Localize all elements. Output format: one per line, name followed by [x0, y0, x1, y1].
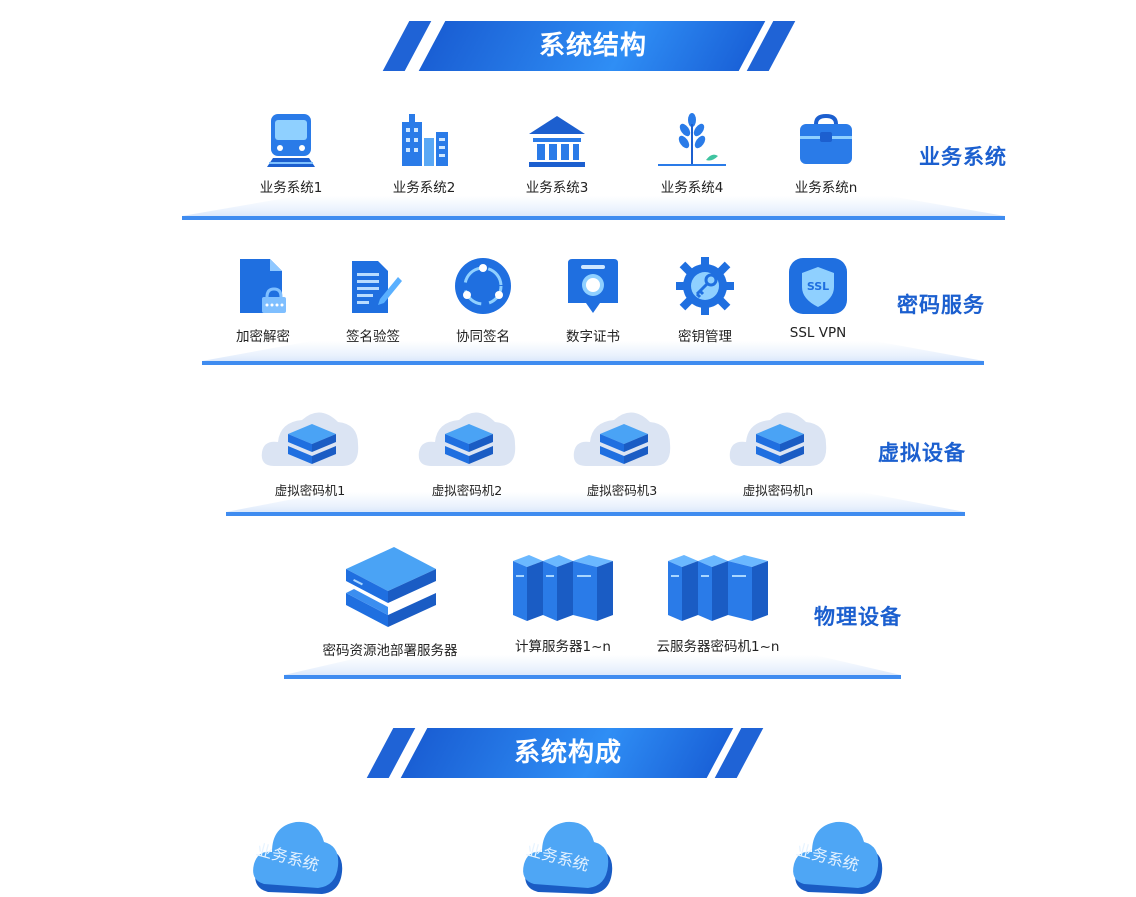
tower-servers-icon: [668, 555, 768, 621]
business-item-label: 业务系统3: [525, 180, 589, 196]
business-item-4[interactable]: 业务系统4: [651, 112, 733, 196]
crypto-item-label: 签名验签: [346, 329, 400, 345]
wheat-icon: [658, 113, 726, 166]
cloud-icon: [253, 821, 343, 894]
train-icon: [267, 114, 315, 167]
physical-layer-name: 物理设备: [814, 605, 902, 629]
ssl-shield-icon: SSL: [789, 258, 847, 314]
crypto-layer-name: 密码服务: [897, 293, 985, 317]
composition-cloud-2[interactable]: 业务系统: [520, 808, 616, 897]
structure-title: 系统结构: [538, 31, 647, 61]
composition-title: 系统构成: [513, 738, 622, 768]
virtual-item-3[interactable]: 虚拟密码机3: [568, 404, 676, 499]
virtual-item-label: 虚拟密码机2: [431, 483, 503, 498]
business-item-label: 业务系统4: [660, 180, 724, 196]
physical-item-pool-server[interactable]: 密码资源池部署服务器: [316, 545, 464, 659]
virtual-layer-name: 虚拟设备: [878, 441, 966, 465]
cloud-icon: [523, 821, 613, 894]
virtual-layer-platform: [226, 492, 965, 516]
certificate-icon: [568, 259, 618, 313]
virtual-item-label: 虚拟密码机1: [274, 483, 346, 498]
cloud-server-icon: [261, 412, 359, 466]
business-item-n[interactable]: 业务系统n: [785, 112, 867, 196]
crypto-item-label: 数字证书: [566, 329, 620, 345]
virtual-item-label: 虚拟密码机n: [742, 483, 814, 498]
tower-servers-icon: [513, 555, 613, 621]
composition-cloud-3[interactable]: 业务系统: [790, 808, 886, 897]
cloud-server-icon: [573, 412, 671, 466]
crypto-layer-platform: [202, 341, 984, 365]
bank-icon: [529, 116, 585, 167]
cycle-sign-icon: [455, 258, 511, 314]
business-item-label: 业务系统2: [392, 180, 456, 196]
business-item-1[interactable]: 业务系统1: [250, 112, 332, 196]
crypto-item-sslvpn[interactable]: SSL SSL VPN: [778, 257, 858, 341]
virtual-item-n[interactable]: 虚拟密码机n: [724, 404, 832, 499]
crypto-item-label: 加密解密: [236, 329, 290, 345]
cloud-server-icon: [729, 412, 827, 466]
physical-item-label: 计算服务器1~n: [515, 639, 611, 655]
sign-document-icon: [352, 261, 402, 313]
virtual-item-label: 虚拟密码机3: [586, 483, 658, 498]
physical-item-compute[interactable]: 计算服务器1~n: [503, 553, 623, 655]
key-gear-icon: [676, 257, 734, 315]
crypto-item-label: SSL VPN: [789, 325, 847, 341]
physical-item-label: 云服务器密码机1~n: [656, 639, 780, 655]
toolbox-icon: [800, 113, 852, 164]
business-item-3[interactable]: 业务系统3: [516, 112, 598, 196]
composition-cloud-1[interactable]: 业务系统: [250, 808, 346, 897]
buildings-icon: [402, 114, 448, 166]
ssl-badge-text: SSL: [807, 280, 829, 293]
structure-banner: 系统结构: [382, 21, 802, 71]
crypto-item-label: 密钥管理: [678, 329, 732, 345]
crypto-item-cert[interactable]: 数字证书: [556, 257, 630, 345]
rack-server-icon: [346, 547, 436, 627]
physical-item-cloud-hsm[interactable]: 云服务器密码机1~n: [654, 553, 782, 655]
business-item-2[interactable]: 业务系统2: [383, 112, 465, 196]
business-item-label: 业务系统1: [259, 180, 323, 196]
business-layer-name: 业务系统: [919, 145, 1007, 169]
physical-layer-platform: [284, 655, 901, 679]
crypto-item-keymgmt[interactable]: 密钥管理: [668, 257, 742, 345]
virtual-item-2[interactable]: 虚拟密码机2: [413, 404, 521, 499]
crypto-item-cosign[interactable]: 协同签名: [446, 257, 520, 345]
composition-banner: 系统构成: [366, 728, 768, 778]
cloud-icon: [793, 821, 883, 894]
virtual-item-1[interactable]: 虚拟密码机1: [256, 404, 364, 499]
cloud-server-icon: [418, 412, 516, 466]
business-item-label: 业务系统n: [794, 180, 858, 196]
physical-item-label: 密码资源池部署服务器: [322, 643, 458, 659]
business-layer-platform: [182, 196, 1005, 220]
crypto-item-label: 协同签名: [456, 329, 510, 345]
crypto-item-encrypt[interactable]: 加密解密: [226, 257, 300, 345]
crypto-item-sign[interactable]: 签名验签: [336, 257, 410, 345]
encrypted-file-icon: [240, 259, 286, 313]
